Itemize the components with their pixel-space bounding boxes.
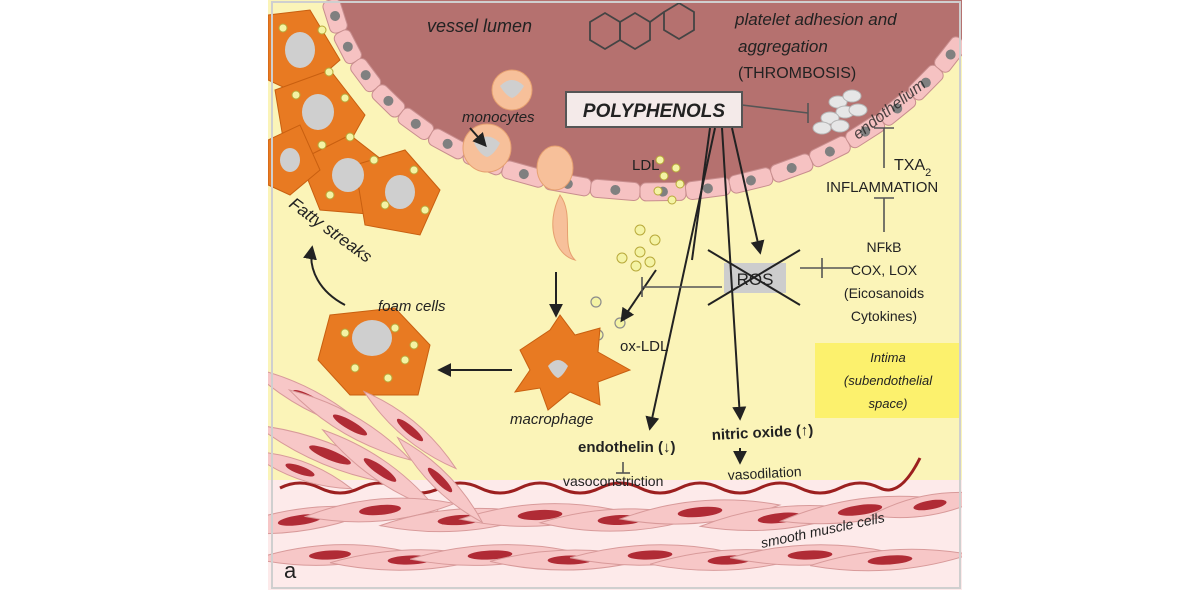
cytokines-label: Cytokines) (851, 308, 917, 324)
cox-lox-label: COX, LOX (851, 262, 918, 278)
smooth-muscle-cell (396, 436, 484, 524)
panel-label: a (284, 558, 297, 583)
vessel-lumen-label: vessel lumen (427, 16, 532, 36)
smooth-muscle-cell (287, 389, 413, 461)
ros-label: ROS (737, 270, 774, 289)
smooth-muscle-cell (268, 450, 354, 490)
pathway-arrows (303, 127, 765, 465)
foam-cell (317, 307, 431, 396)
platelet-label-line3: (THROMBOSIS) (738, 65, 856, 82)
ros-cross-2 (707, 249, 801, 306)
endothelial-cell (878, 91, 917, 126)
monocytes (462, 69, 577, 261)
nitric-oxide-label: nitric oxide (↑) (711, 422, 813, 444)
nfkb-label: NFkB (867, 239, 902, 255)
txa2-label: TXA2 (894, 157, 931, 179)
endothelin-label: endothelin (↓) (578, 439, 676, 456)
eicosanoids-label: (Eicosanoids (844, 285, 924, 301)
macrophage-label: macrophage (510, 411, 593, 428)
ldl-particles (616, 155, 685, 272)
intima-label-line1: Intima (870, 350, 905, 365)
endothelial-cell (322, 0, 348, 34)
ox-ldl-label: ox-LDL (620, 338, 668, 355)
foam-cells-label: foam cells (378, 298, 446, 315)
vasodilation-label: vasodilation (727, 463, 802, 483)
intima-highlight (815, 343, 960, 418)
platelet-label-line2: aggregation (738, 37, 828, 56)
macrophage (513, 314, 632, 411)
endothelial-cell (934, 36, 962, 73)
monocytes-label: monocytes (462, 109, 535, 126)
fatty-streak-cluster (268, 9, 441, 236)
vasoconstriction-label: vasoconstriction (563, 473, 663, 489)
smooth-muscle-cell (618, 499, 782, 525)
endothelial-cell (589, 178, 641, 201)
inflammation-label: INFLAMMATION (826, 179, 938, 196)
polyphenols-label: POLYPHENOLS (583, 101, 725, 122)
media-background (268, 480, 962, 590)
endothelial-cell (728, 167, 774, 194)
intima-label-line2: (subendothelial (844, 373, 933, 388)
ldl-label: LDL (632, 157, 660, 174)
smooth-muscle-cell (810, 548, 962, 572)
smooth-muscle-cell (362, 390, 458, 470)
intima-label-line3: space) (868, 396, 907, 411)
smooth-muscle-cell (321, 428, 439, 512)
polyphenols-box (565, 91, 743, 128)
platelet-label-line1: platelet adhesion and (734, 10, 897, 29)
endothelial-cell (770, 153, 814, 183)
inhibition-lines (616, 103, 894, 474)
endothelial-cell (333, 29, 362, 65)
platelet-cluster (812, 89, 868, 135)
